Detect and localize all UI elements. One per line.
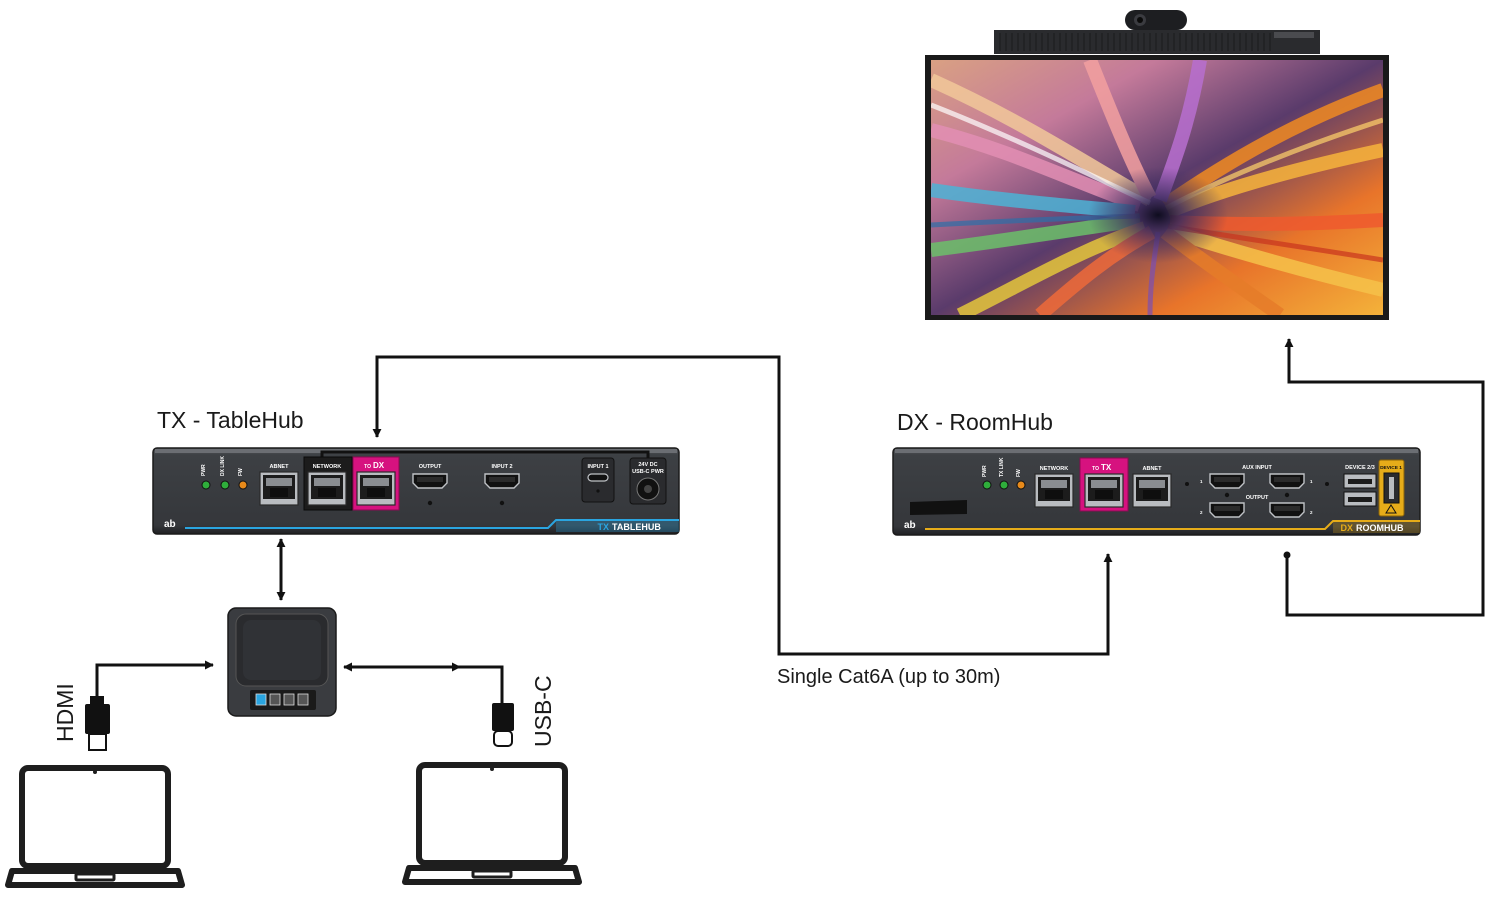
tx-input2-hdmi-port bbox=[484, 473, 520, 489]
tx-pwr-label-2: USB-C PWR bbox=[632, 469, 664, 475]
tx-brand: TABLEHUB bbox=[612, 522, 661, 532]
dx-network-port bbox=[1034, 473, 1074, 508]
dx-output-label: OUTPUT bbox=[1246, 495, 1269, 501]
dx-to-label: TO bbox=[1092, 466, 1099, 472]
dx-title: DX - RoomHub bbox=[897, 409, 1053, 435]
dx-aux-input-label: AUX INPUT bbox=[1242, 465, 1272, 471]
tx-leds: PWR DX LINK FW bbox=[201, 456, 248, 490]
dx-abnet-port bbox=[1132, 473, 1172, 508]
video-bar bbox=[994, 30, 1320, 54]
dx-led-pwr-label: PWR bbox=[982, 465, 988, 477]
tx-output-hdmi-port bbox=[412, 473, 448, 489]
tx-to-label: TO bbox=[364, 464, 371, 470]
tx-to-dx-port bbox=[356, 471, 396, 506]
dx-to-tx-label: TX bbox=[1101, 463, 1112, 472]
dx-brand: ROOMHUB bbox=[1356, 523, 1404, 533]
dx-brand-prefix: DX bbox=[1340, 523, 1353, 533]
tx-tablehub-device: PWR DX LINK FW ABNET NETWORK TO DX OUTPU… bbox=[152, 447, 680, 535]
tx-led-pwr-label: PWR bbox=[201, 464, 207, 476]
tx-logo: ab bbox=[164, 519, 176, 530]
tx-network-port bbox=[307, 471, 347, 506]
dx-out-2-label: 2 bbox=[1200, 510, 1203, 515]
laptop-hdmi-icon bbox=[8, 768, 182, 885]
tx-input1-usbc-port bbox=[587, 473, 609, 482]
tx-to-dx-label: DX bbox=[373, 461, 385, 470]
laptop-usbc-icon bbox=[405, 765, 579, 882]
tx-pwr-label-1: 24V DC bbox=[638, 462, 657, 468]
usbc-cable bbox=[343, 662, 504, 703]
dx-network-label: NETWORK bbox=[1040, 466, 1068, 472]
dx-output-hdmi-2 bbox=[1269, 502, 1305, 518]
cable-label: Single Cat6A (up to 30m) bbox=[777, 666, 1000, 688]
dx-led-fw-label: FW bbox=[1016, 469, 1022, 477]
tx-title: TX - TableHub bbox=[157, 407, 304, 433]
dx-out-2b-label: 2 bbox=[1310, 510, 1313, 515]
dx-logo: ab bbox=[904, 520, 916, 531]
dx-abnet-label: ABNET bbox=[1143, 466, 1163, 472]
dx-aux-1-label: 1 bbox=[1200, 479, 1203, 484]
warning-icon bbox=[1385, 504, 1397, 514]
cables bbox=[95, 338, 1485, 703]
tx-abnet-label: ABNET bbox=[270, 464, 290, 470]
tx-led-dxlink-label: DX LINK bbox=[220, 456, 226, 476]
tx-input1-label: INPUT 1 bbox=[587, 464, 608, 470]
dx-aux-input-hdmi-2 bbox=[1269, 473, 1305, 489]
tx-abnet-port bbox=[259, 471, 299, 506]
dx-output-hdmi-1 bbox=[1209, 502, 1245, 518]
tx-brand-prefix: TX bbox=[597, 522, 609, 532]
usbc-label: USB-C bbox=[530, 675, 556, 747]
dx-roomhub-device: PWR TX LINK FW NETWORK TO TX ABNET AUX I… bbox=[892, 447, 1421, 536]
webcam bbox=[1125, 10, 1187, 30]
cat6a-cable bbox=[372, 355, 1113, 656]
dx-aux-1b-label: 1 bbox=[1310, 479, 1313, 484]
display-hdmi-cable bbox=[1284, 338, 1485, 617]
display-monitor bbox=[925, 10, 1389, 320]
hdmi-label: HDMI bbox=[52, 683, 78, 742]
tx-output-label: OUTPUT bbox=[419, 464, 442, 470]
hdmi-cable bbox=[95, 660, 214, 696]
table-puck-device bbox=[227, 607, 337, 717]
usbc-connector-icon bbox=[492, 703, 514, 747]
tx-network-label: NETWORK bbox=[313, 464, 341, 470]
tx-input2-label: INPUT 2 bbox=[491, 464, 512, 470]
dx-device1-label: DEVICE 1 bbox=[1380, 465, 1402, 471]
dx-aux-input-hdmi-1 bbox=[1209, 473, 1245, 489]
dx-device23-label: DEVICE 2/3 bbox=[1345, 465, 1375, 471]
dx-to-tx-port bbox=[1084, 473, 1124, 508]
dx-led-txlink-label: TX LINK bbox=[999, 457, 1005, 477]
tx-led-fw-label: FW bbox=[238, 468, 244, 476]
monitor-screen bbox=[931, 60, 1383, 315]
hdmi-connector-icon bbox=[85, 696, 110, 751]
